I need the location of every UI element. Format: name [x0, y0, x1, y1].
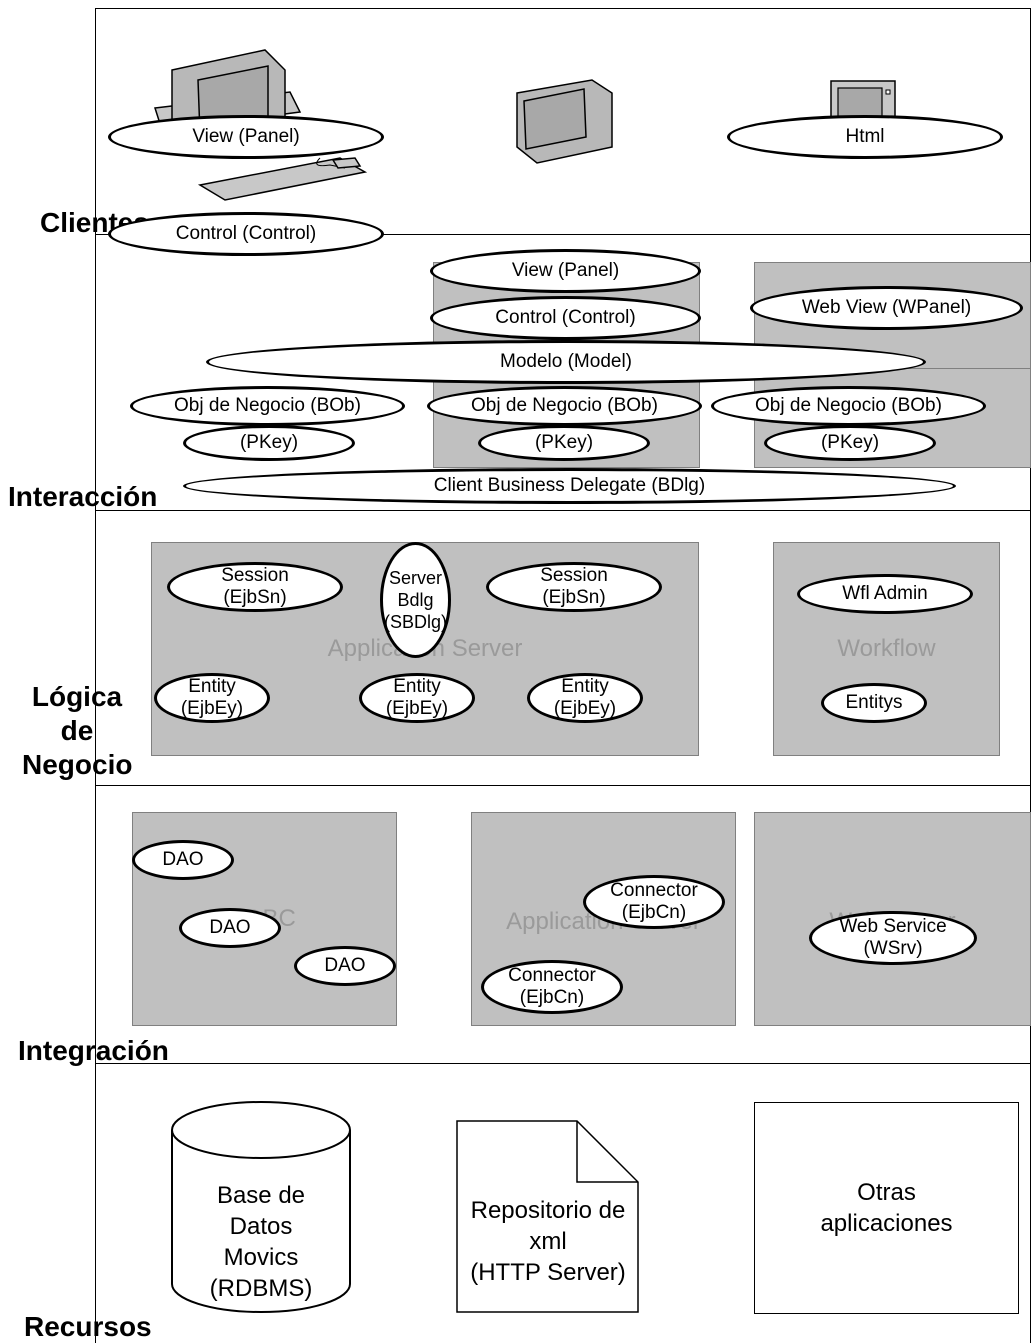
logica-entity-1: Entity (EjbEy): [154, 673, 270, 723]
interaccion-control: Control (Control): [430, 296, 701, 340]
database-cylinder-icon: [171, 1101, 351, 1313]
layer-label-interaccion: Interacción: [8, 481, 158, 512]
divider-logica: [95, 785, 1031, 786]
logica-entity-2: Entity (EjbEy): [359, 673, 475, 723]
interaccion-view-panel: View (Panel): [430, 249, 701, 293]
layer-label-logica: Lógica de Negocio: [22, 681, 133, 780]
left-frame-line: [95, 8, 96, 1343]
interaccion-pkey-3: (PKey): [764, 425, 936, 461]
integracion-connector-1: Connector (EjbCn): [583, 875, 725, 929]
logica-session-2: Session (EjbSn): [486, 562, 662, 612]
divider-interaccion: [95, 510, 1031, 511]
top-frame-line: [95, 8, 1031, 9]
logica-server-bdlg: Server Bdlg (SBDlg): [380, 542, 451, 658]
interaccion-bob-1: Obj de Negocio (BOb): [130, 386, 405, 426]
logica-entitys: Entitys: [821, 683, 927, 723]
logica-wfl-admin: Wfl Admin: [797, 574, 973, 614]
layer-label-integracion: Integración: [18, 1035, 169, 1066]
integracion-web-service: Web Service (WSrv): [809, 911, 977, 965]
interaccion-bob-3: Obj de Negocio (BOb): [711, 386, 986, 426]
logica-workflow-label: Workflow: [837, 635, 936, 662]
integracion-dao-2: DAO: [179, 908, 281, 948]
divider-clientes: [95, 234, 1031, 235]
clientes-view-panel: View (Panel): [108, 115, 384, 159]
integracion-dao-3: DAO: [294, 946, 396, 986]
interaccion-web-view: Web View (WPanel): [750, 286, 1023, 330]
recursos-otras-label: Otras aplicaciones: [820, 1179, 953, 1237]
document-icon: [456, 1120, 639, 1313]
recursos-repo-label: Repositorio de xml (HTTP Server): [470, 1197, 626, 1286]
integracion-connector-2: Connector (EjbCn): [481, 960, 623, 1014]
interaccion-bdlg: Client Business Delegate (BDlg): [183, 468, 956, 504]
interaccion-pkey-1: (PKey): [183, 425, 355, 461]
divider-integracion: [95, 1063, 1031, 1064]
clientes-html: Html: [727, 115, 1003, 159]
logica-entity-3: Entity (EjbEy): [527, 673, 643, 723]
layer-label-recursos: Recursos: [24, 1311, 152, 1342]
monitor-icon: [516, 79, 613, 164]
integracion-dao-1: DAO: [132, 840, 234, 880]
interaccion-pkey-2: (PKey): [478, 425, 650, 461]
clientes-control: Control (Control): [108, 212, 384, 256]
recursos-db-label: Base de Datos Movics (RDBMS): [209, 1182, 313, 1302]
recursos-otras-box: [754, 1102, 1019, 1314]
interaccion-modelo: Modelo (Model): [206, 340, 926, 384]
logica-session-1: Session (EjbSn): [167, 562, 343, 612]
interaccion-bob-2: Obj de Negocio (BOb): [427, 386, 702, 426]
